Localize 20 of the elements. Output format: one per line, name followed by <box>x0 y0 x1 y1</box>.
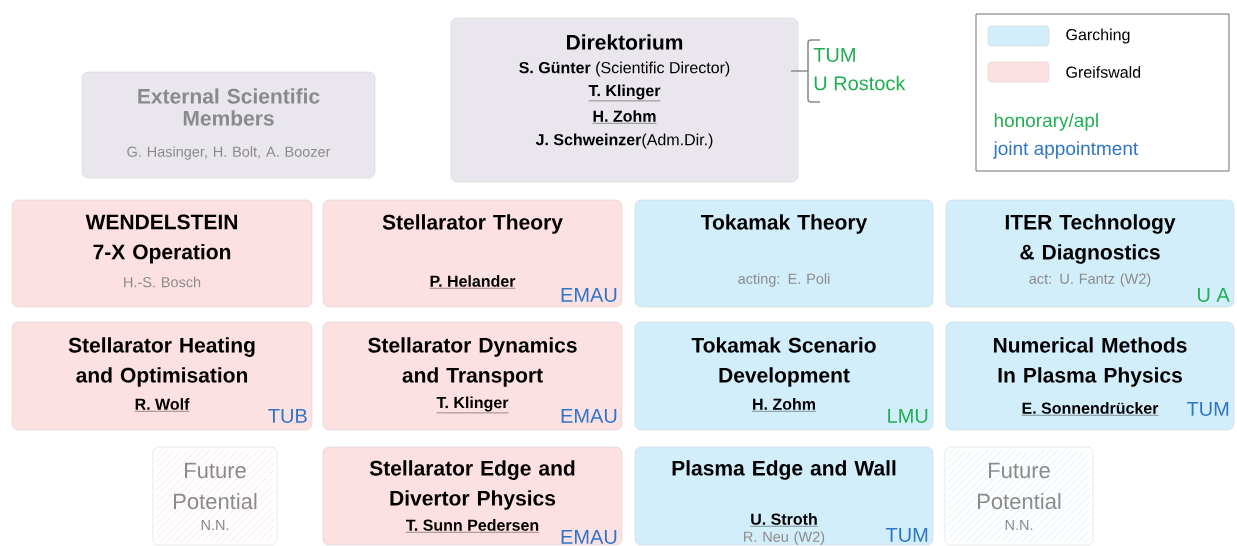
unit-box: Stellarator Edge and Divertor Physics T. Sunn Pedersen EMAU <box>322 446 623 546</box>
legend-label: honorary/apl <box>994 113 1098 131</box>
unit-box: Plasma Edge and Wall U. Stroth R. Neu (W2) TUM <box>634 446 934 546</box>
unit-box: Tokamak Theory acting: E. Poli <box>634 199 934 308</box>
unit-box: Tokamak Scenario Development H. Zohm LMU <box>634 321 934 431</box>
affiliation-label: TUM <box>813 48 855 62</box>
affiliation-label: U Rostock <box>814 75 906 91</box>
unit-box: Stellarator Heating and Optimisation R. Wolf TUB <box>11 321 313 431</box>
legend-label: Greifswald <box>1066 66 1141 78</box>
vacancy-box: Future Potential N.N. <box>944 446 1094 546</box>
board-box: External Scientific Members G. Hasinger, H. Bolt, A. Boozer <box>81 71 376 179</box>
unit-box: Numerical Methods In Plasma Physics E. Sonnendrücker TUM <box>945 321 1235 431</box>
legend-label: joint appointment <box>993 141 1139 159</box>
unit-box: WENDELSTEIN 7-X Operation H.-S. Bosch <box>11 199 313 308</box>
unit-box: Stellarator Theory P. Helander EMAU <box>322 199 623 308</box>
vacancy-box: Future Potential N.N. <box>152 446 278 546</box>
legend-label: Garching <box>1066 28 1130 44</box>
unit-box: Stellarator Dynamics and Transport T. Klinger EMAU <box>322 321 623 431</box>
unit-box: ITER Technology & Diagnostics act: U. Fantz (W2) U A <box>945 199 1235 308</box>
board-box: Direktorium S. Günter (Scientific Director) T. Klinger H. Zohm J. Schweinzer(Adm.Dir.) <box>450 17 799 183</box>
